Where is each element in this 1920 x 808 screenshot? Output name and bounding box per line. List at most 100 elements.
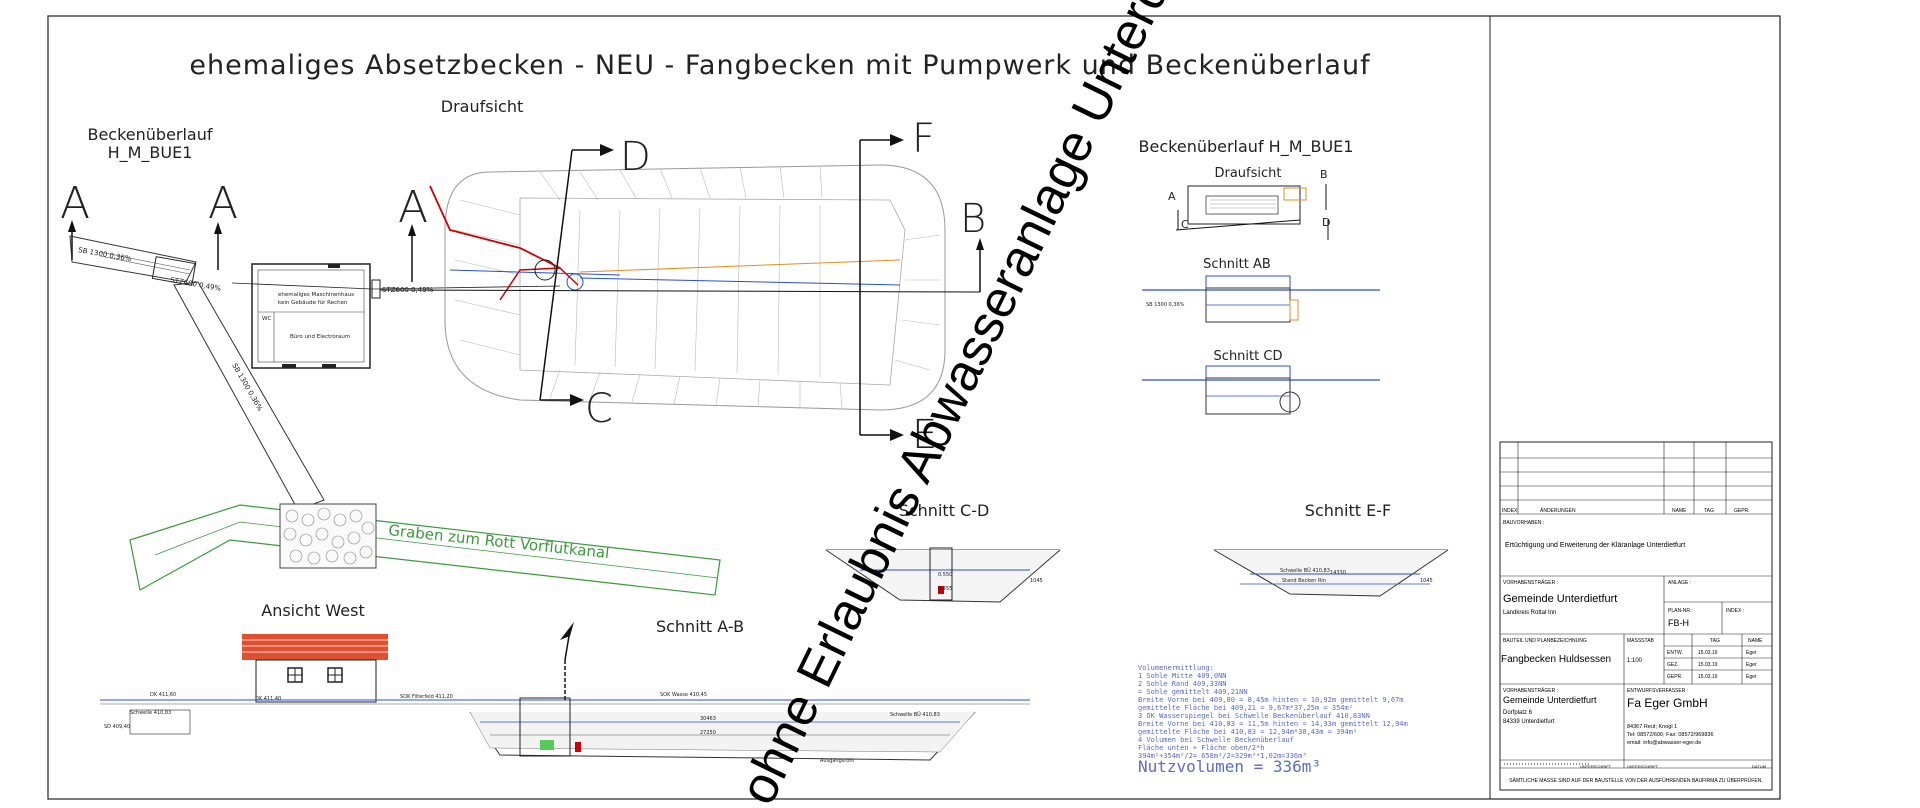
- svg-text:DK 411,40: DK 411,40: [255, 696, 281, 702]
- svg-text:Ausgangsrohr: Ausgangsrohr: [820, 758, 856, 764]
- building-label-2: kein Gebäude für Rechen: [278, 300, 348, 306]
- old-machine-house: ehemaliges Maschinenhaus kein Gebäude fü…: [251, 263, 371, 369]
- owner-district: Landkreis Rottal Inn: [1503, 610, 1556, 616]
- svg-text:A: A: [398, 182, 428, 233]
- part-label: BAUTEIL UND PLANBEZEICHNUNG: [1503, 638, 1587, 644]
- svg-text:1045: 1045: [1030, 578, 1043, 584]
- building-label-wc: WC: [262, 316, 271, 322]
- overflow-right-ab-drawing: SB 1300 0,36%: [1142, 275, 1380, 323]
- row-name: Eger: [1746, 674, 1757, 680]
- svg-text:Schwelle 410,83: Schwelle 410,83: [130, 710, 171, 716]
- rev-header-name: NAME: [1672, 508, 1687, 514]
- date-header: TAG: [1710, 638, 1720, 644]
- client-city: 84339 Unterdietfurt: [1503, 719, 1555, 725]
- drainage-canal: Graben zum Rott Vorflutkanal: [129, 503, 721, 596]
- svg-text:E: E: [912, 412, 937, 458]
- section-ab-drawing: DK 411,60 Schwelle 410,83 DK 411,40 SOK …: [100, 622, 1030, 764]
- svg-text:A: A: [1168, 190, 1176, 203]
- volume-line: 394m²+354m²/2= 658m²/2=329m³*1,02m=336m³: [1138, 752, 1307, 760]
- overflow-right-title: Beckenüberlauf H_M_BUE1: [1139, 137, 1354, 157]
- pipe-label-sb1300-top: SB 1300 0,36%: [78, 246, 133, 263]
- svg-text:27250: 27250: [700, 730, 716, 736]
- svg-text:Schwelle BÜ 410,83: Schwelle BÜ 410,83: [890, 711, 940, 718]
- section-ef-drawing: Schwelle BÜ 410,83 Stand Becken Rin 1433…: [1213, 549, 1449, 597]
- volume-calculation: Volumenermittlung: 1 Sohle Mitte 409,0NN…: [1138, 664, 1408, 776]
- svg-text:0,550: 0,550: [938, 572, 952, 578]
- volume-line: Breite Vorne bei 410,83 = 11,5m hinten =…: [1138, 720, 1408, 728]
- volume-line: Breite Vorne bei 409,80 = 8,45m hinten =…: [1138, 696, 1404, 704]
- svg-text:Stand Becken Rin: Stand Becken Rin: [1282, 578, 1326, 584]
- section-mark-a-mid: A: [208, 178, 238, 270]
- svg-text:0,455: 0,455: [938, 586, 952, 592]
- rev-header-date: TAG: [1704, 508, 1714, 514]
- client-name: Gemeinde Unterdietfurt: [1503, 695, 1597, 705]
- volume-result: Nutzvolumen = 336m³: [1138, 757, 1321, 776]
- designer-name: Fa Eger GmbH: [1627, 696, 1708, 710]
- svg-text:SD 409,40: SD 409,40: [104, 724, 130, 730]
- section-ef-label: Schnitt E-F: [1305, 501, 1391, 520]
- attachment-label: ANLAGE :: [1668, 580, 1691, 586]
- row-role: GEPR.: [1667, 674, 1683, 680]
- svg-text:A: A: [60, 178, 90, 229]
- svg-text:B: B: [1320, 168, 1328, 181]
- client-street: Dorfplatz 6: [1503, 710, 1533, 716]
- client-label: VORHABENSTRÄGER :: [1503, 687, 1558, 694]
- sheet-frame: [47, 15, 1781, 800]
- svg-text:DK 411,60: DK 411,60: [150, 692, 176, 698]
- part-name: Fangbecken Huldsessen: [1501, 654, 1611, 665]
- building-label-1: ehemaliges Maschinenhaus: [278, 292, 354, 298]
- view-west-label: Ansicht West: [261, 601, 365, 620]
- main-title: ehemaliges Absetzbecken - NEU - Fangbeck…: [189, 50, 1371, 81]
- inlet-pipe: SB 1300 0,36% STZ600 0,49% SB 1300 0,36%: [69, 235, 373, 511]
- title-block: INDEX ÄNDERUNGEN NAME TAG GEPR. BAUVORHA…: [1499, 441, 1773, 791]
- building-label-office: Büro und Electroraum: [290, 334, 350, 340]
- designer-label: ENTWURFSVERFASSER :: [1627, 688, 1688, 694]
- row-role: ENTW.: [1667, 650, 1683, 656]
- section-ab-label: Schnitt A-B: [656, 617, 744, 636]
- volume-line: gemittelte Fläche bei 409,21 = 9,67m*37,…: [1138, 704, 1353, 712]
- svg-text:SOK Filterfeld 411,20: SOK Filterfeld 411,20: [400, 694, 453, 700]
- designer-email: email: info@abwasser-eger.de: [1627, 740, 1701, 746]
- section-mark-a-left: A: [60, 178, 90, 260]
- overflow-right-section-ab: Schnitt AB: [1203, 257, 1271, 272]
- section-cut-cd: D C: [539, 134, 651, 432]
- svg-text:SOK Wasse 410,45: SOK Wasse 410,45: [660, 692, 707, 698]
- designer-phone: Tel: 08572/606; Fax: 08572/969836: [1627, 732, 1714, 738]
- svg-text:SB 1300 0,36%: SB 1300 0,36%: [1146, 302, 1185, 308]
- svg-text:14330: 14330: [1330, 570, 1346, 576]
- row-role: GEZ.: [1667, 662, 1679, 668]
- rev-header-check: GEPR.: [1734, 508, 1750, 514]
- svg-text:B: B: [960, 196, 986, 242]
- designer-address: 84367 Reut; Knogl 1: [1627, 724, 1677, 730]
- overflow-left-code: H_M_BUE1: [108, 143, 193, 163]
- project-text: Ertüchtigung und Erweiterung der Kläranl…: [1505, 542, 1685, 549]
- row-name: Eger: [1746, 662, 1757, 668]
- svg-text:D: D: [620, 134, 651, 180]
- svg-text:F: F: [912, 116, 935, 162]
- rev-header-changes: ÄNDERUNGEN: [1540, 507, 1576, 514]
- rev-header-index: INDEX: [1502, 508, 1518, 514]
- owner-name: Gemeinde Unterdietfurt: [1503, 593, 1617, 605]
- plan-view-label: Draufsicht: [441, 97, 523, 116]
- svg-text:D: D: [1322, 216, 1330, 229]
- overflow-right-cd-drawing: [1142, 365, 1380, 415]
- svg-text:1045: 1045: [1420, 578, 1433, 584]
- basin-plan-view: [429, 164, 946, 411]
- section-cd-label: Schnitt C-D: [899, 501, 990, 520]
- volume-line: Fläche unten + Fläche oben/2*h: [1138, 744, 1264, 752]
- signature-label-2: UNTERSCHRIFT: [1627, 764, 1659, 769]
- svg-text:C: C: [585, 386, 613, 432]
- date-label: DATUM: [1752, 764, 1766, 769]
- index-label: INDEX :: [1726, 608, 1744, 614]
- name-header: NAME: [1748, 638, 1763, 644]
- svg-text:C: C: [1181, 218, 1189, 231]
- overflow-left-title: Beckenüberlauf: [87, 125, 212, 144]
- plan-no-label: PLAN-NR.:: [1668, 608, 1693, 614]
- row-date: 15.03.19: [1698, 650, 1718, 656]
- row-date: 15.03.19: [1698, 674, 1718, 680]
- volume-line: 2 Sohle Rand 409,33NN: [1138, 680, 1227, 688]
- volume-title: Volumenermittlung:: [1138, 664, 1214, 672]
- row-date: 15.03.19: [1698, 662, 1718, 668]
- svg-text:Schwelle BÜ 410,83: Schwelle BÜ 410,83: [1280, 567, 1330, 574]
- signature-label: UNTERSCHRIFT: [1580, 764, 1612, 769]
